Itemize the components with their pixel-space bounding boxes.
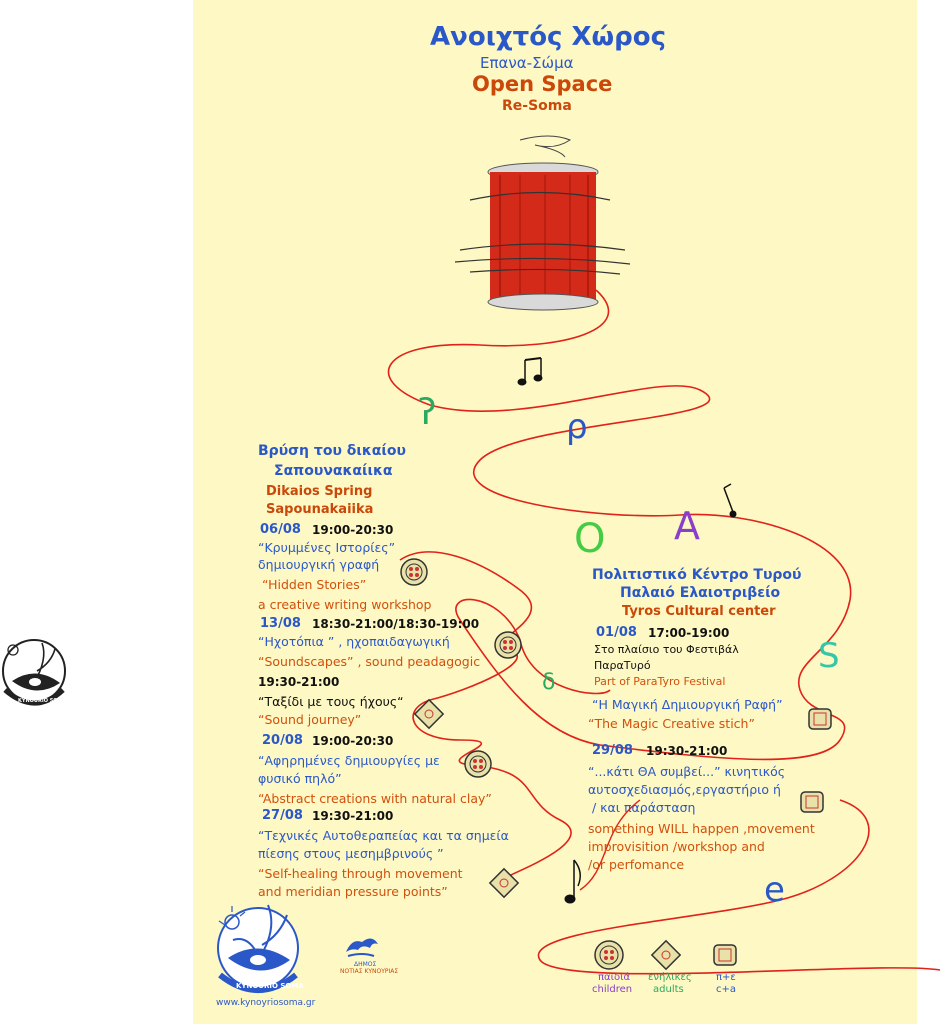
event-title-greek: “Ταξίδι με τους ήχους“ — [258, 694, 404, 709]
logo-text: KYNOURIO SOMA — [236, 982, 304, 990]
event-date: 13/08 — [260, 616, 301, 631]
event-date: 20/08 — [262, 733, 303, 748]
thread-spool-icon — [454, 135, 631, 311]
event-title-greek: “...κάτι ΘΑ συμβεί...” κινητικός — [588, 764, 786, 779]
right-venue-name-english: Tyros Cultural center — [622, 604, 776, 619]
thread-letter: ʔ — [418, 392, 437, 433]
title-greek: Ανοιχτός Χώρος — [430, 22, 667, 52]
event-time: 19:30-21:00 — [312, 809, 394, 823]
event-time: 19:30-21:00 — [258, 675, 340, 689]
event-time: 19:00-20:30 — [312, 734, 394, 748]
legend-adults-greek: ενήλικες — [648, 972, 692, 983]
left-venue-name-english: Dikaios Spring — [266, 484, 373, 499]
left-venue-name-english: Sapounakaiika — [266, 502, 374, 517]
municipality-label: ΔΗΜΟΣ — [354, 961, 377, 968]
event-title-greek: αυτοσχεδιασμός,εργαστήριο ή — [588, 782, 781, 797]
event-title-greek: / και παράσταση — [592, 800, 696, 815]
event-title-english: “Hidden Stories” — [262, 577, 367, 592]
thread-letter: ρ — [566, 407, 588, 447]
thread-letter: δ — [542, 670, 556, 695]
music-note-icon — [723, 483, 737, 518]
event-title-greek: “Αφηρημένες δημιουργίες με — [258, 753, 440, 768]
event-note: Στο πλαίσιο του Φεστιβάλ — [594, 643, 739, 656]
event-title-english: and meridian pressure points” — [258, 884, 448, 899]
event-title-english: “Self-healing through movement — [258, 866, 463, 881]
legend-children-greek: παιδιά — [598, 972, 631, 983]
left-venue-name: Βρύση του δικαίου — [258, 443, 406, 459]
legend-mixed: π+ε — [716, 972, 736, 983]
left-venue-name: Σαπουνακαίικα — [274, 463, 393, 479]
legend-adults-english: adults — [653, 984, 684, 995]
title-english: Open Space — [472, 72, 613, 96]
event-title-english: “Abstract creations with natural clay” — [258, 791, 492, 806]
event-time: 18:30-21:00/18:30-19:00 — [312, 617, 480, 631]
music-note-icon — [517, 357, 543, 386]
event-time: 19:00-20:30 — [312, 523, 394, 537]
event-note: ΠαραΤυρό — [594, 659, 651, 672]
music-note-icon — [564, 859, 581, 904]
legend-children-english: children — [592, 984, 633, 995]
event-title-greek: φυσικό πηλό” — [258, 771, 342, 786]
thread-letter: A — [674, 504, 700, 548]
legend-mixed: c+a — [716, 984, 737, 995]
event-date: 27/08 — [262, 808, 303, 823]
event-date: 01/08 — [596, 625, 637, 640]
event-title-greek: πίεσης στους μεσημβρινούς ” — [258, 846, 444, 861]
event-title-english: “Sound journey” — [258, 712, 362, 727]
event-title-english: something WILL happen ,movement — [588, 821, 815, 836]
event-date: 06/08 — [260, 522, 301, 537]
municipality-label: ΝΟΤΙΑΣ ΚΥΝΟΥΡΙΑΣ — [340, 968, 399, 975]
side-logo-text: KYNOURIO SOMA — [18, 698, 67, 704]
thread-letter: e — [764, 870, 785, 910]
event-title-greek: “Ηχοτόπια ” , ηχοπαιδαγωγική — [258, 634, 450, 649]
thread-letter: O — [574, 516, 606, 562]
event-title-english: /or perfomance — [588, 857, 685, 872]
event-title-greek: δημιουργική γραφή — [258, 557, 380, 572]
website-link[interactable]: www.kynoyriosoma.gr — [216, 998, 316, 1008]
event-note: Part of ParaTyro Festival — [594, 675, 726, 688]
event-title-greek: “Η Μαγική Δημιουργική Ραφή” — [592, 697, 783, 712]
right-venue-name: Παλαιό Ελαιοτριβείο — [620, 585, 781, 601]
event-title-english: a creative writing workshop — [258, 597, 432, 612]
subtitle-greek: Επανα-Σώμα — [480, 54, 574, 72]
event-title-english: improvisition /workshop and — [588, 839, 765, 854]
event-title-greek: “Κρυμμένες Ιστορίες” — [258, 540, 396, 555]
event-title-english: “The Magic Creative stich” — [588, 716, 755, 731]
thread-letter: S — [818, 636, 840, 676]
event-date: 29/08 — [592, 743, 633, 758]
right-venue-name: Πολιτιστικό Κέντρο Τυρού — [592, 567, 802, 583]
event-title-english: “Soundscapes” , sound peadagogic — [258, 654, 481, 669]
subtitle-english: Re-Soma — [502, 98, 572, 114]
event-time: 17:00-19:00 — [648, 626, 730, 640]
event-time: 19:30-21:00 — [646, 744, 728, 758]
event-title-greek: “Τεχνικές Αυτοθεραπείας και τα σημεία — [258, 828, 509, 843]
